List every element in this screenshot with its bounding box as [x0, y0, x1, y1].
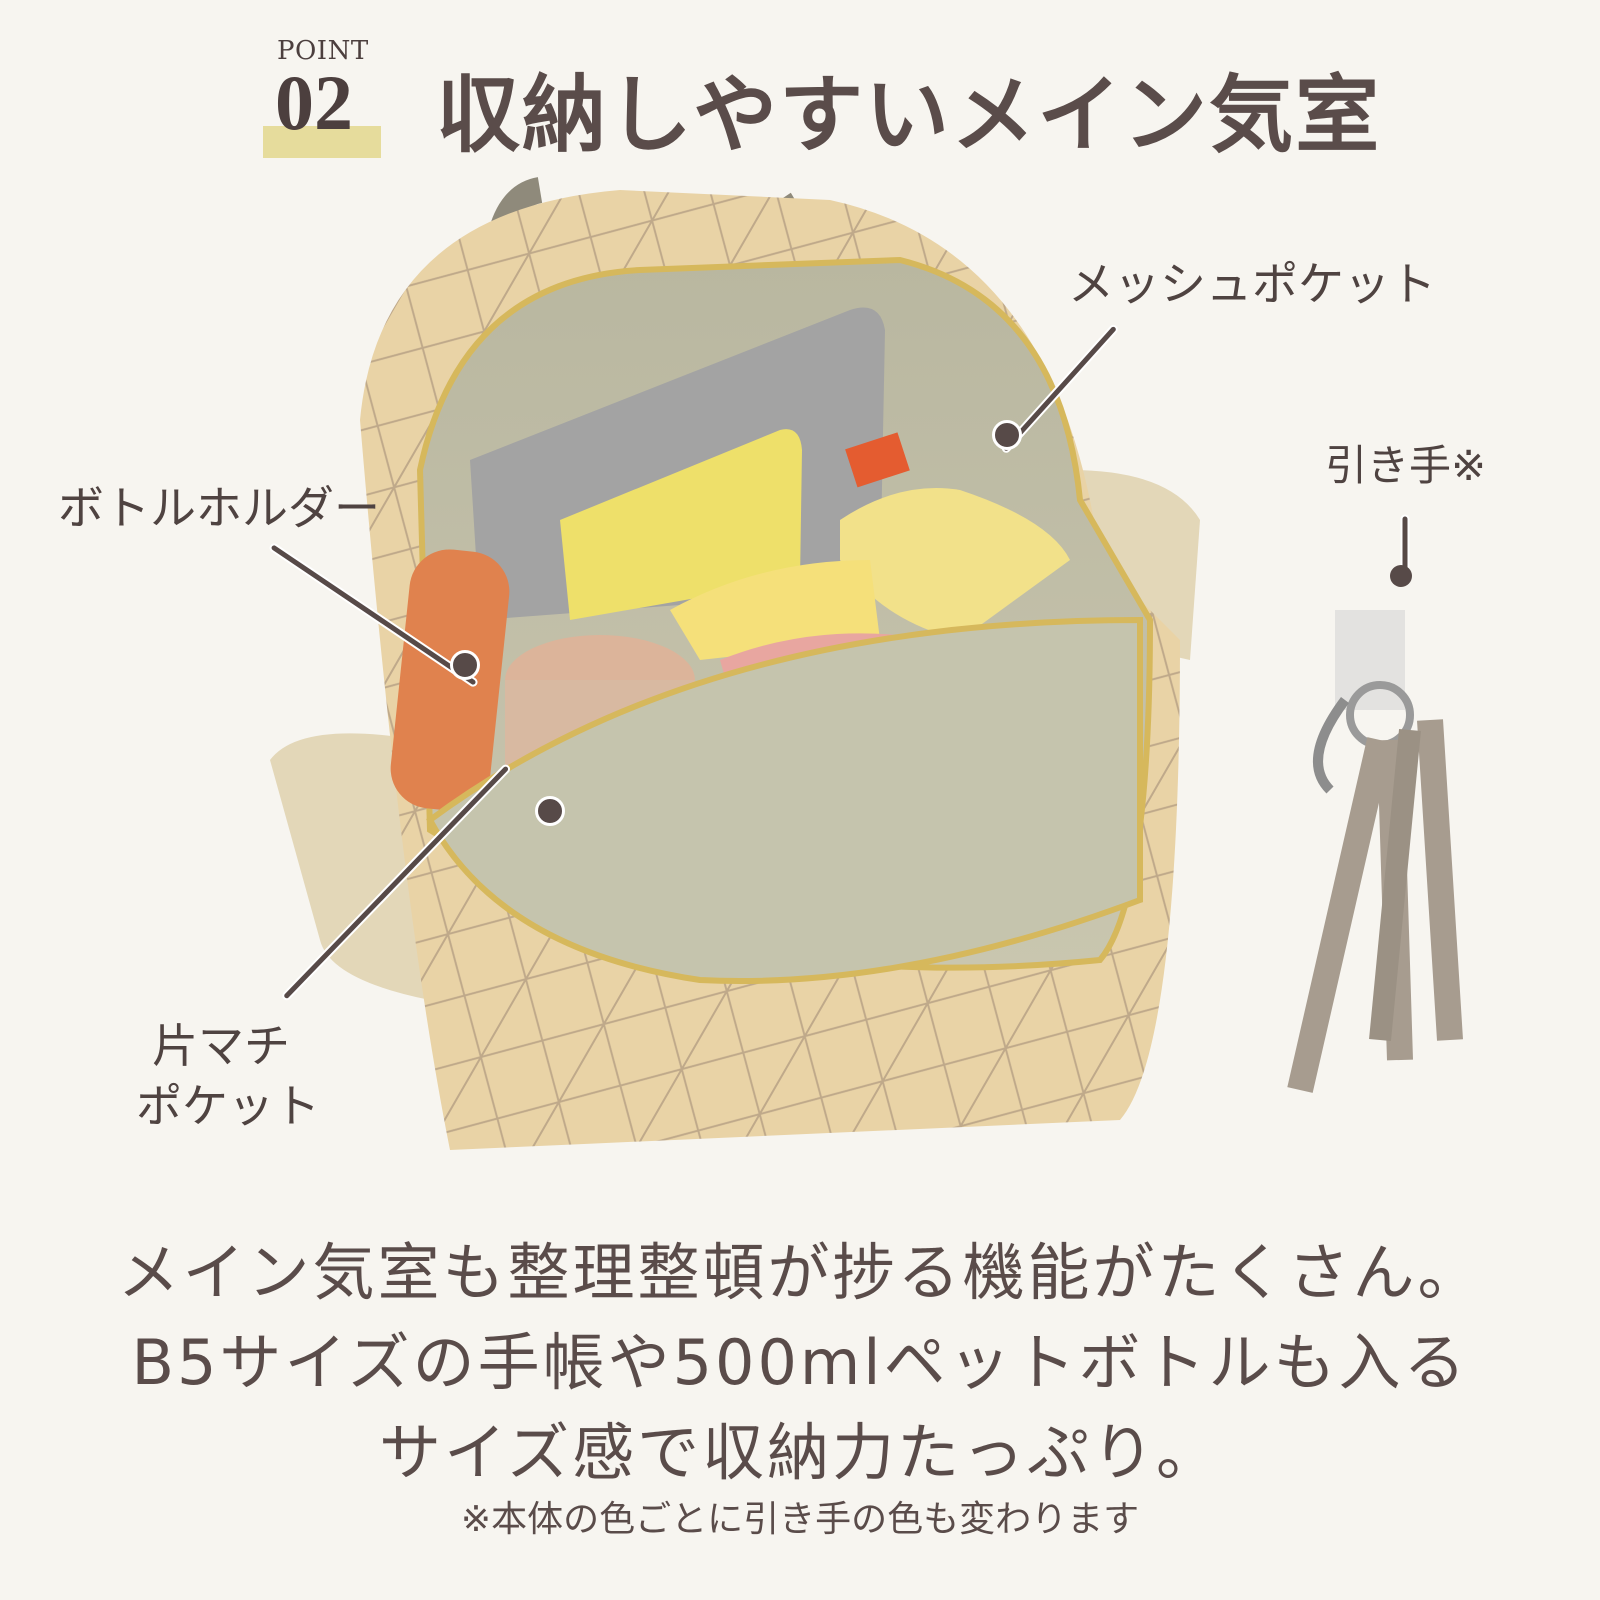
- color-note: ※本体の色ごとに引き手の色も変わります: [460, 1499, 1140, 1540]
- callout-bottle-holder: ボトルホルダー: [58, 481, 380, 535]
- callout-dot-mesh: [992, 420, 1022, 450]
- description-line-3: サイズ感で収納力たっぷり。: [379, 1416, 1221, 1489]
- callout-pull-tab: 引き手※: [1325, 441, 1487, 490]
- point-highlight-bar: [263, 126, 381, 158]
- callout-dot-bottle: [450, 650, 480, 680]
- point-label: POINT: [277, 36, 369, 66]
- description-line-1: メイン気室も整理整頓が捗る機能がたくさん。: [117, 1236, 1483, 1309]
- callout-side-pocket-line1: 片マチ: [152, 1019, 290, 1073]
- product-photo: メッシュポケット ボトルホルダー 片マチ ポケット 引き手※: [0, 170, 1600, 1180]
- callout-dot-side-pocket: [535, 796, 565, 826]
- description-line-2: B5サイズの手帳や500mlペットボトルも入る: [131, 1326, 1469, 1399]
- backpack-illustration: [270, 177, 1463, 1150]
- page-title: 収納しやすいメイン気室: [436, 66, 1382, 164]
- point-number: 02: [275, 59, 353, 146]
- callout-mesh-pocket: メッシュポケット: [1068, 257, 1436, 311]
- callout-side-pocket-line2: ポケット: [136, 1079, 320, 1133]
- callout-dot-pull-tab: [1390, 565, 1412, 587]
- point-badge: POINT 02: [263, 36, 381, 158]
